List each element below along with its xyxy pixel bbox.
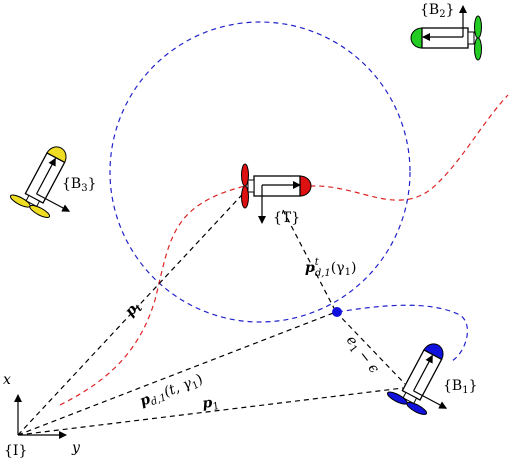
inertial-frame-label: {I} bbox=[4, 443, 27, 459]
vector-pd1 bbox=[17, 311, 337, 436]
b3-vehicle bbox=[9, 146, 71, 218]
b1-frame-label: {B1} bbox=[443, 378, 478, 396]
target-vehicle: {T} bbox=[241, 163, 312, 226]
inertial-frame: x y {I} bbox=[3, 372, 81, 459]
b2-frame-label: {B2} bbox=[420, 2, 455, 20]
vector-pdt1 bbox=[282, 209, 337, 313]
b3-frame-label: {B3} bbox=[62, 176, 97, 194]
vector-p1-label: p1 bbox=[202, 394, 220, 414]
vector-error bbox=[335, 311, 406, 385]
vector-pd1-label: pd,1(t, γ1) bbox=[138, 371, 206, 411]
formation-circle bbox=[109, 21, 411, 323]
b2-vehicle: {B2} bbox=[410, 2, 482, 61]
b1-path bbox=[337, 304, 469, 363]
b1-vehicle bbox=[386, 343, 448, 415]
inertial-y-label: y bbox=[71, 440, 81, 456]
vector-p1 bbox=[17, 387, 404, 436]
inertial-x-label: x bbox=[3, 372, 11, 388]
desired-point bbox=[332, 307, 342, 317]
vector-pt bbox=[17, 182, 254, 436]
target-path bbox=[59, 94, 509, 406]
target-frame-label: {T} bbox=[273, 210, 300, 226]
